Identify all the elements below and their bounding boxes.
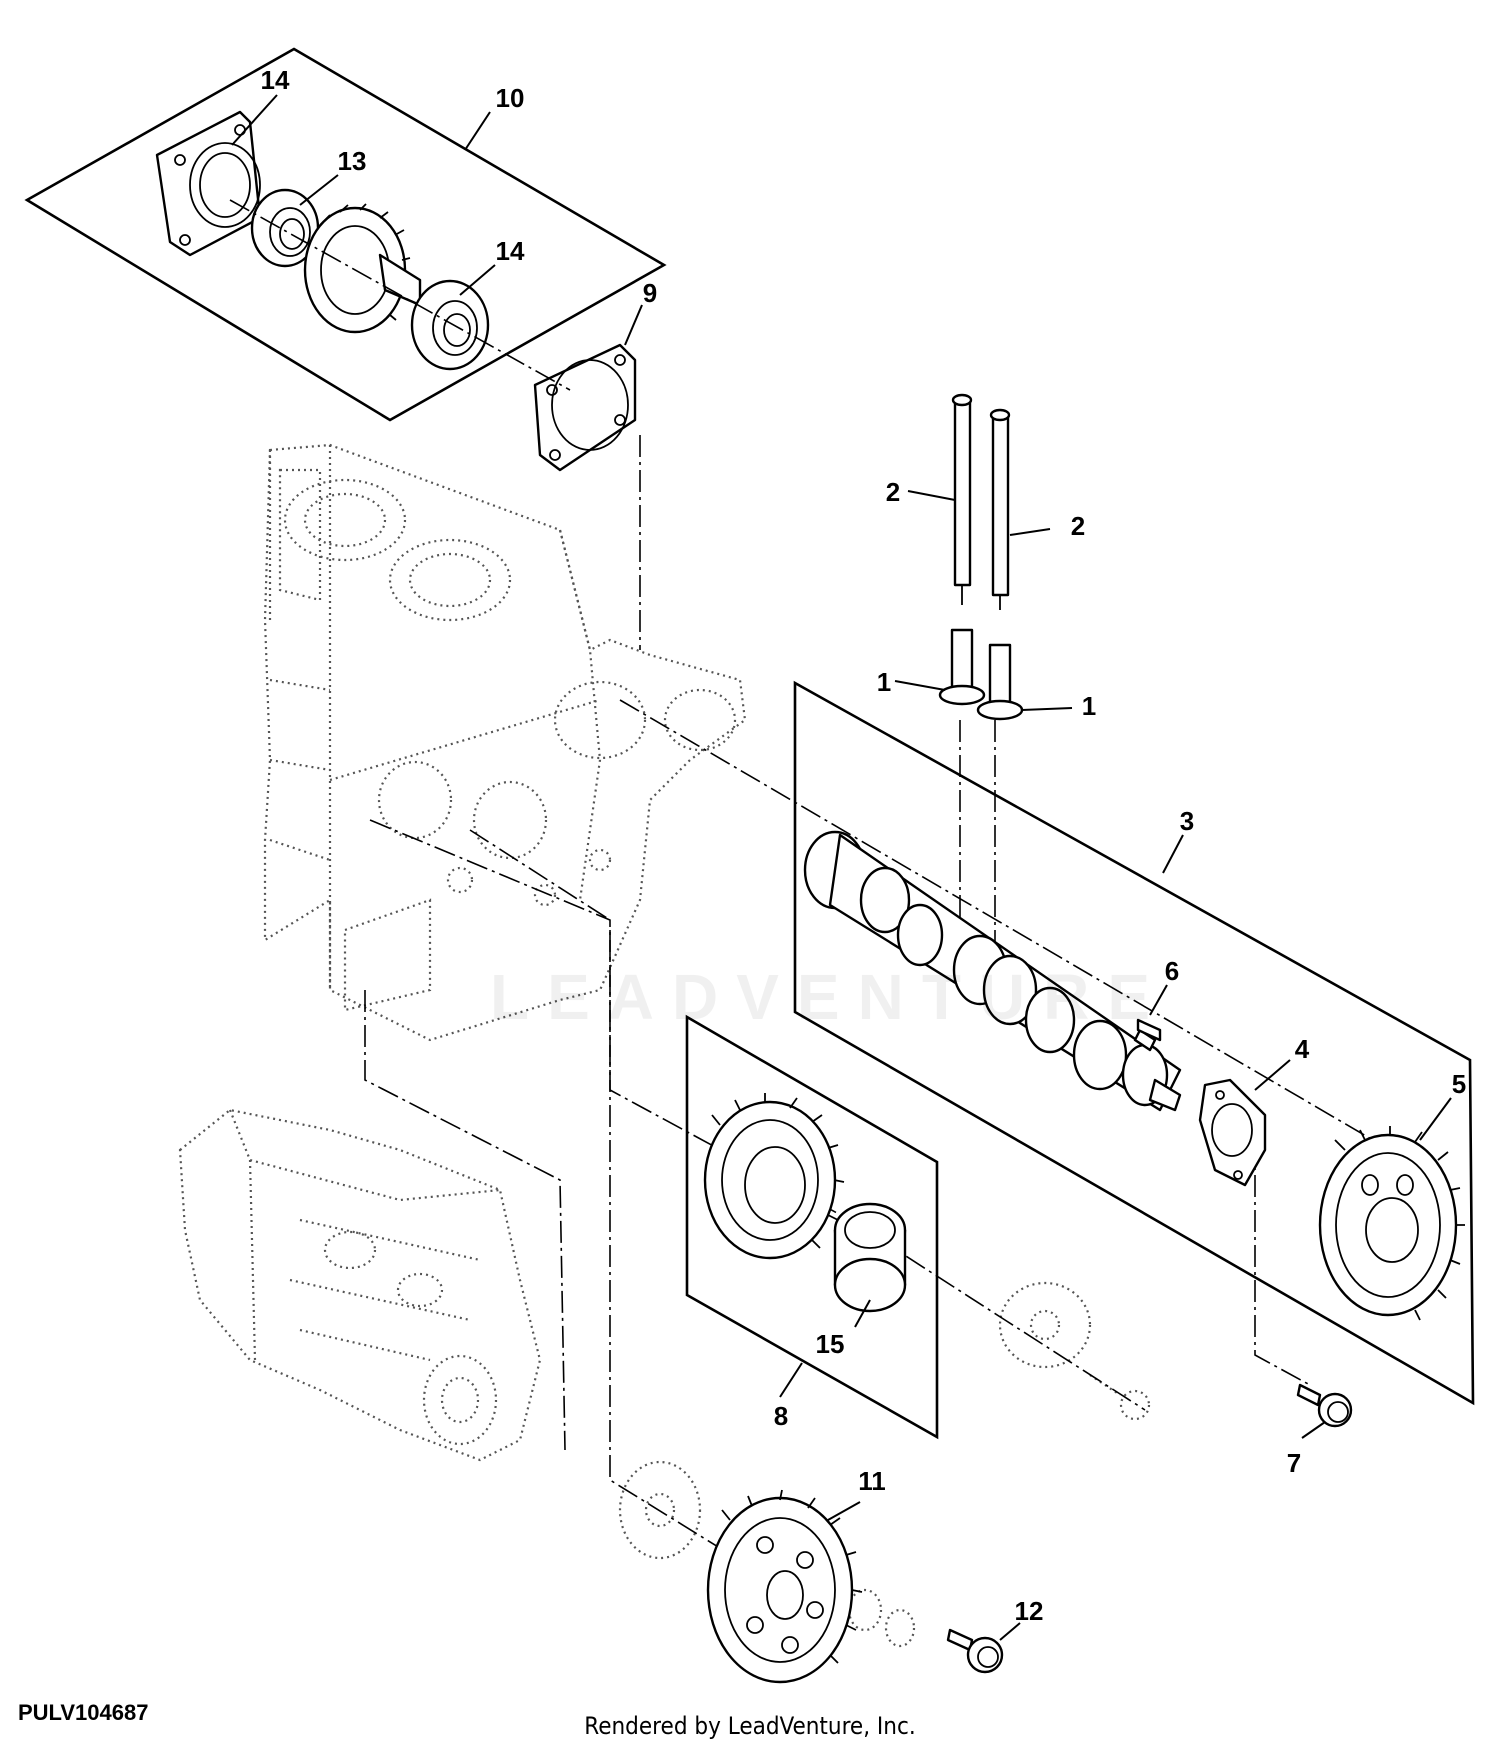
callout-3: 3 <box>1180 806 1194 836</box>
callout-6: 6 <box>1165 956 1179 986</box>
camshaft <box>803 830 1182 1112</box>
assembly-center-lines <box>229 199 1391 1611</box>
callout-13: 14 <box>261 65 290 95</box>
callout-15: 15 <box>816 1329 845 1359</box>
diagram-id-label: PULV104687 <box>18 1700 149 1725</box>
watermark: LEADVENTURE <box>490 961 1169 1033</box>
assembly-box-12 <box>24 47 667 422</box>
thrust-plate-4 <box>1198 1078 1267 1187</box>
lifters <box>938 628 1024 721</box>
callout-1-left: 1 <box>877 667 891 697</box>
assembly-box-8 <box>685 1014 939 1440</box>
woodruff-key-6 <box>1136 1018 1162 1042</box>
callout-2-right: 2 <box>1071 511 1085 541</box>
push-rods <box>951 393 1011 610</box>
callout-labels: 14 10 13 14 9 2 2 1 1 3 6 4 5 15 8 7 11 … <box>261 65 1467 1626</box>
bolt-7 <box>1296 1383 1353 1428</box>
callout-14-upper: 13 <box>338 146 367 176</box>
ghost-hub <box>618 1281 1151 1648</box>
callout-8: 8 <box>774 1401 788 1431</box>
callout-14-lower: 14 <box>496 236 525 266</box>
engine-block-ghost <box>263 443 747 1042</box>
callout-12: 10 <box>496 83 525 113</box>
cam-gear-5 <box>1318 1126 1465 1321</box>
assembly-box-3 <box>793 680 1475 1406</box>
callout-4: 4 <box>1295 1034 1310 1064</box>
callout-11: 9 <box>643 278 657 308</box>
leader-lines <box>231 94 1452 1641</box>
callout-10: 11 <box>858 1466 886 1496</box>
gasket-11 <box>533 343 637 472</box>
footer-credit: Rendered by LeadVenture, Inc. <box>584 1712 916 1740</box>
callout-9: 12 <box>1015 1596 1044 1626</box>
gear-10 <box>706 1489 863 1684</box>
callout-1-right: 1 <box>1082 691 1096 721</box>
callout-2-left: 2 <box>886 477 900 507</box>
callout-7: 7 <box>1287 1448 1301 1478</box>
callout-5: 5 <box>1452 1069 1466 1099</box>
bolt-9 <box>946 1628 1004 1674</box>
injection-pump-ghost <box>178 1108 542 1462</box>
